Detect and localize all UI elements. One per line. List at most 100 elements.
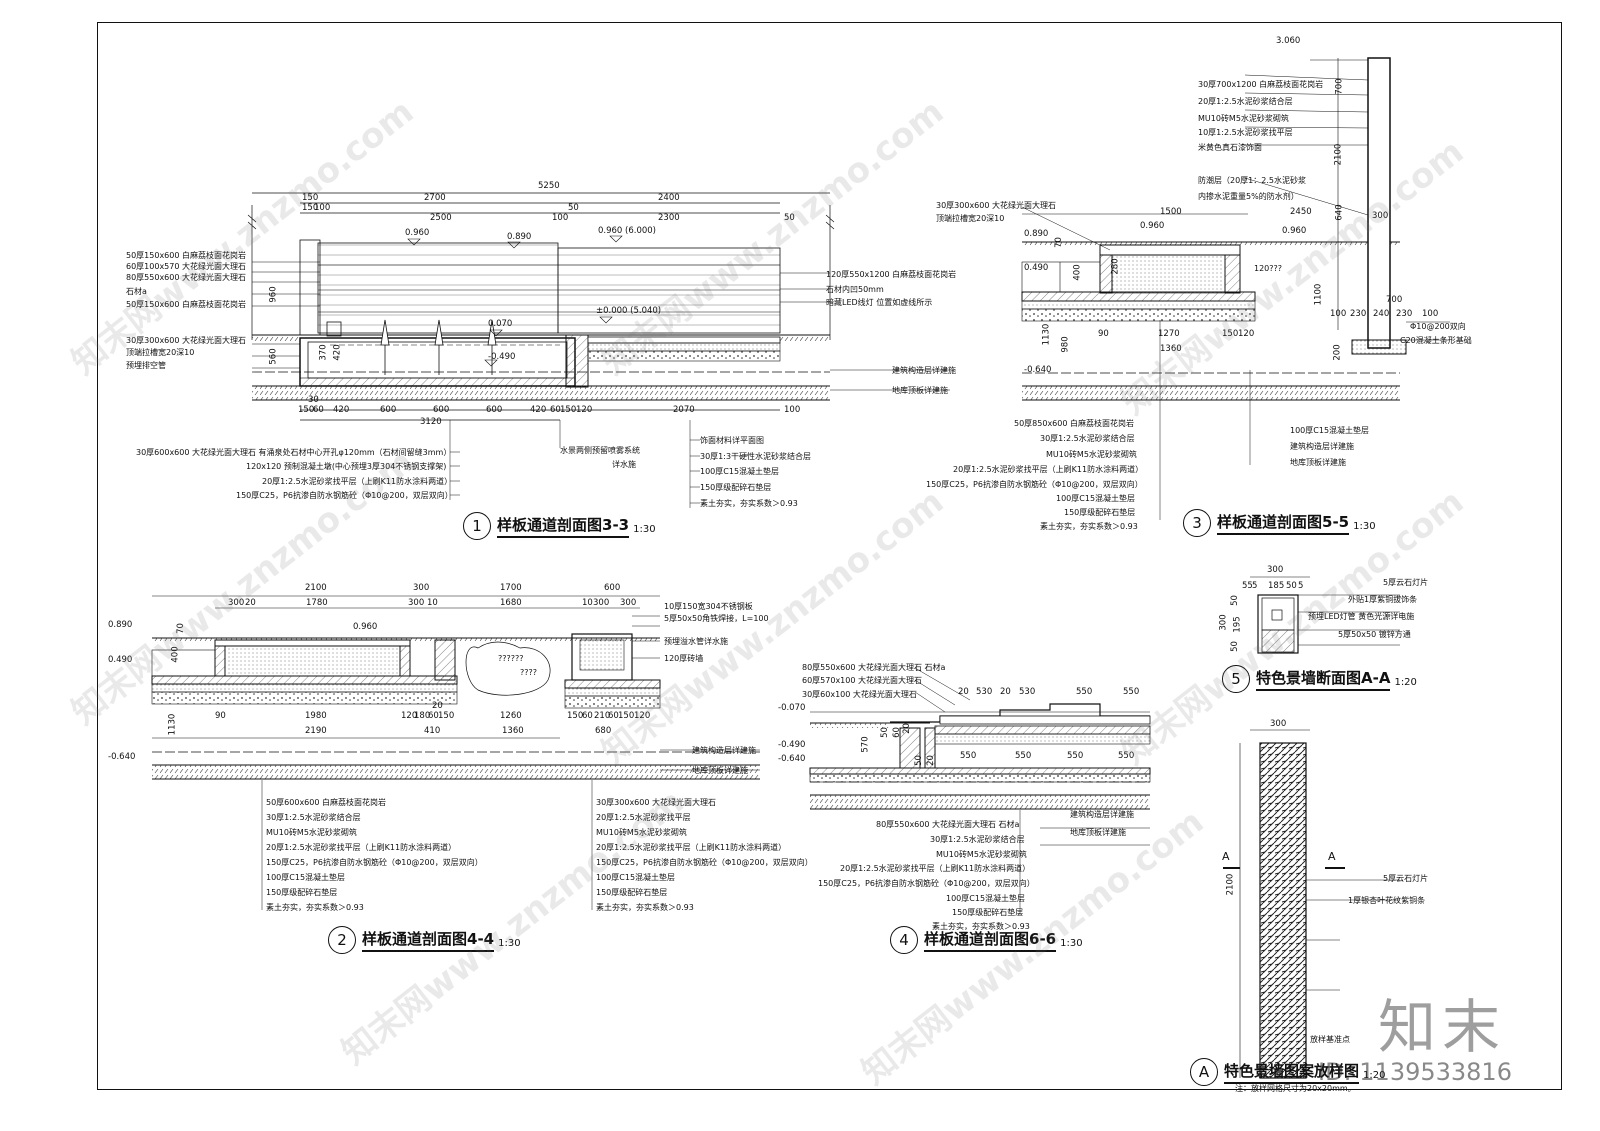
layer-label: 30厚1:3干硬性水泥砂浆结合层 (700, 452, 812, 461)
dim: 300 (1218, 614, 1229, 631)
dim: 300 (413, 583, 430, 593)
dim: 90 (215, 711, 226, 721)
layer-label: 地库顶板详建施 (692, 766, 748, 775)
dim: 50 (784, 213, 795, 223)
dim: 50 (1229, 595, 1240, 606)
layer-label: 30厚1:2.5水泥砂浆结合层 (930, 835, 1025, 844)
layer-label: 20厚1:2.5水泥砂浆找平层 (596, 813, 691, 822)
layer-label: 5厚云石灯片 (1383, 578, 1429, 587)
image-id: ID: 1139533816 (1318, 1058, 1512, 1086)
dim: 30 (308, 395, 319, 405)
section-6-6-drawing (809, 667, 1151, 915)
layer-label: 50厚150x600 白麻荔枝面花岗岩 (126, 300, 246, 309)
layer-label: 150厚级配碎石垫层 (952, 908, 1024, 917)
layer-label: 饰面材料详平面图 (700, 436, 764, 445)
layer-label: 预埋排空管 (126, 361, 166, 370)
layer-label: 素土夯实，夯实系数＞0.93 (932, 922, 1030, 931)
layer-label: 120厚550x1200 白麻荔枝面花岗岩 (826, 270, 957, 279)
layer-label: 150厚C25，P6抗渗自防水钢筋砼（Φ10@200，双层双向） (926, 480, 1143, 489)
dim: 570 (860, 736, 871, 753)
dim: 1100 (1313, 283, 1324, 306)
layer-label: 预埋LED灯管 黄色光源详电施 (1308, 612, 1415, 621)
dim: 420 (530, 405, 547, 415)
layer-label: 150厚级配碎石垫层 (596, 888, 668, 897)
layer-label: C20混凝土条形基础 (1400, 336, 1472, 345)
dim: 600 (380, 405, 397, 415)
dim: 1700 (500, 583, 522, 593)
dim: 100 (1330, 309, 1347, 319)
dim: 530 (976, 687, 993, 697)
section-mark-left: A (1222, 850, 1230, 863)
dim: 150 (298, 405, 315, 415)
dim: 1130 (1041, 323, 1052, 346)
layer-label: 建筑构造层详建施 (892, 366, 956, 375)
dim: 185 (1268, 581, 1285, 591)
dim: 120 (1238, 329, 1255, 339)
layer-label: 100厚C15混凝土垫层 (946, 894, 1026, 903)
layer-label: 防潮层（20厚1：2.5水泥砂浆 (1198, 176, 1306, 185)
dim: 1360 (1160, 344, 1182, 354)
dim: 550 (1118, 751, 1135, 761)
dim: 410 (424, 726, 441, 736)
dim: 60 (891, 727, 902, 738)
layer-label: 50厚850x600 白麻荔枝面花岗岩 (1014, 419, 1134, 428)
dim: 150 (302, 203, 319, 213)
dim: 2100 (305, 583, 327, 593)
dim: 600 (486, 405, 503, 415)
section-number: 3 (1183, 509, 1211, 537)
layer-label: MU10砖M5水泥砂浆砌筑 (1198, 114, 1289, 123)
dim: 420 (332, 344, 343, 361)
section-scale: 1:30 (633, 523, 656, 535)
layer-label: 放样基准点 (1310, 1035, 1350, 1044)
dim: 20 (432, 701, 443, 711)
layer-label: 建筑构造层详建施 (1290, 442, 1354, 451)
dim: 1270 (1158, 329, 1180, 339)
dim: 20 (1000, 687, 1011, 697)
section-title-4-4: 2 样板通道剖面图4-4 1:30 (328, 926, 521, 954)
dim: 230 (1396, 309, 1413, 319)
section-title-5-5: 3 样板通道剖面图5-5 1:30 (1183, 509, 1376, 537)
dim: 700 (1334, 78, 1345, 95)
layer-label: 30厚1:2.5水泥砂浆结合层 (266, 813, 361, 822)
layer-label: 1厚银杏叶花纹紫铜条 (1348, 896, 1426, 905)
layer-label: 20厚1:2.5水泥砂浆结合层 (1198, 97, 1293, 106)
level-mark: 0.070 (488, 319, 513, 329)
drawing-frame (97, 22, 1562, 1090)
dim: 300 (1270, 719, 1287, 729)
dim: 550 (1123, 687, 1140, 697)
layer-label: 10厚1:2.5水泥砂浆找平层 (1198, 128, 1293, 137)
dim: 120 (401, 711, 418, 721)
section-title-3-3: 1 样板通道剖面图3-3 1:30 (463, 512, 656, 540)
layer-label: 150厚C25，P6抗渗自防水钢筋砼（Φ10@200，双层双向） (818, 879, 1035, 888)
layer-label: 建筑构造层详建施 (1070, 810, 1134, 819)
dim: 100 (1422, 309, 1439, 319)
section-title-text: 样板通道剖面图6-6 (924, 928, 1057, 952)
section-title-text: 特色景墙断面图A-A (1256, 667, 1391, 691)
dim: 1500 (1160, 207, 1182, 217)
dim: 200 (1332, 344, 1343, 361)
dim: 100 (784, 405, 801, 415)
layer-label: 150厚C25，P6抗渗自防水钢筋砼（Φ10@200，双层双向） (596, 858, 813, 867)
dim: 55 (1242, 581, 1253, 591)
dim: 980 (1060, 336, 1071, 353)
dim: 50 (913, 755, 924, 766)
dim: 300 (408, 598, 425, 608)
layer-label: 地库顶板详建施 (1290, 458, 1346, 467)
section-title-text: 特色景墙图案放样图 (1224, 1060, 1360, 1084)
dim: 120 (576, 405, 593, 415)
section-title-text: 样板通道剖面图3-3 (497, 514, 630, 538)
level-mark: 3.060 (1276, 36, 1301, 46)
layer-label: 80厚550x600 大花绿光面大理石 (126, 273, 246, 282)
dim: 1680 (500, 598, 522, 608)
dim: 960 (268, 286, 279, 303)
dim: 150 (1222, 329, 1239, 339)
dim: 1360 (502, 726, 524, 736)
level-mark: -0.640 (1024, 365, 1052, 375)
level-mark: 0.960 (405, 228, 430, 238)
section-scale: 1:30 (498, 937, 521, 949)
layer-label: 120厚砖墙 (664, 654, 704, 663)
layer-label: 20厚1:2.5水泥砂浆找平层（上刷K11防水涂料两道） (840, 864, 1031, 873)
dim: 195 (1232, 616, 1243, 633)
dim: 2450 (1290, 207, 1312, 217)
dim: 60 (550, 405, 561, 415)
